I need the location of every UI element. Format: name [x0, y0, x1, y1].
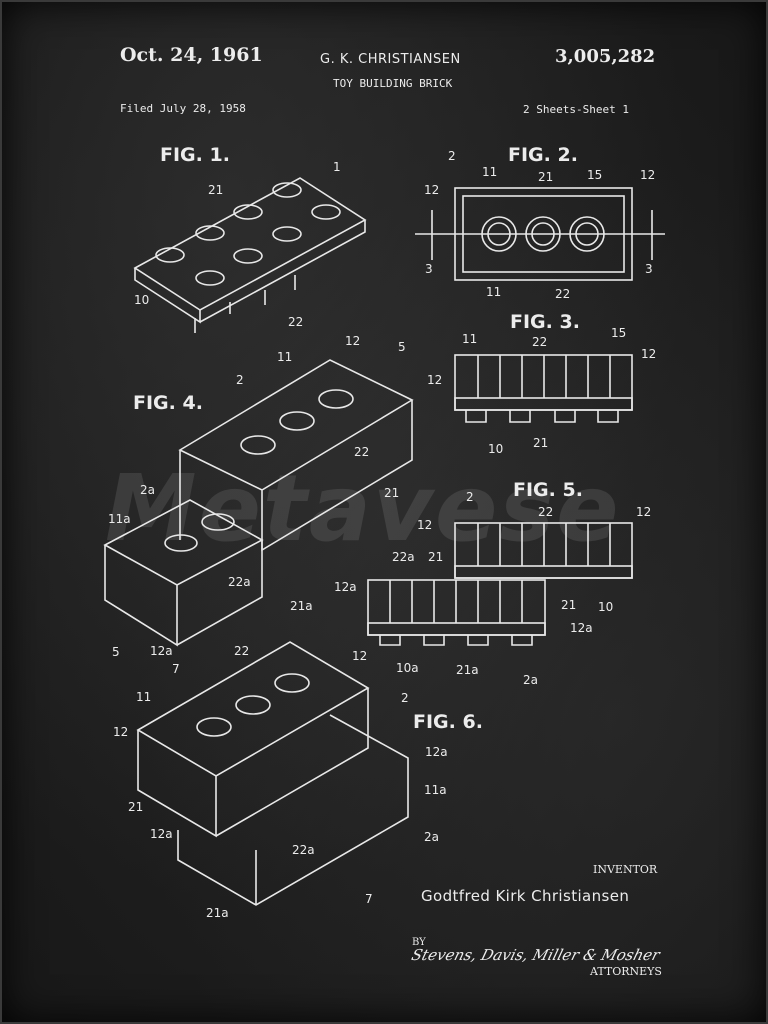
reference-numeral: 1: [333, 160, 341, 174]
reference-numeral: 22: [555, 287, 571, 301]
reference-numeral: 22a: [292, 843, 315, 857]
fig-label: FIG. 1.: [160, 144, 230, 166]
fig-label: FIG. 2.: [508, 144, 578, 166]
reference-numeral: 10: [488, 442, 504, 456]
reference-numeral: 11: [482, 165, 498, 179]
reference-numeral: 21: [538, 170, 554, 184]
reference-numeral: 22: [288, 315, 304, 329]
reference-numeral: 15: [587, 168, 603, 182]
reference-numeral: 21: [384, 486, 400, 500]
reference-numeral: 21: [428, 550, 444, 564]
reference-numeral: 12a: [150, 827, 173, 841]
watermark: Metavese: [105, 455, 621, 562]
reference-numeral: 2: [401, 691, 409, 705]
reference-numeral: 21: [128, 800, 144, 814]
fig-label: FIG. 4.: [133, 392, 203, 414]
reference-numeral: 22: [354, 445, 370, 459]
reference-numeral: 22: [538, 505, 554, 519]
reference-numeral: 2a: [424, 830, 439, 844]
reference-numeral: 12a: [334, 580, 357, 594]
reference-numeral: 11a: [424, 783, 447, 797]
reference-numeral: 12: [352, 649, 368, 663]
by-label: BY: [412, 937, 426, 948]
reference-numeral: 12: [417, 518, 433, 532]
reference-numeral: 7: [172, 662, 180, 676]
reference-numeral: 5: [112, 645, 120, 659]
fig-label: FIG. 6.: [413, 711, 483, 733]
reference-numeral: 12a: [150, 644, 173, 658]
reference-numeral: 21a: [206, 906, 229, 920]
reference-numeral: 12: [427, 373, 443, 387]
patent-number: 3,005,282: [555, 46, 656, 67]
patent-title: TOY BUILDING BRICK: [333, 77, 453, 90]
reference-numeral: 10a: [396, 661, 419, 675]
reference-numeral: 3: [425, 262, 433, 276]
reference-numeral: 12: [641, 347, 657, 361]
fig-label: FIG. 3.: [510, 311, 580, 333]
inventor-label: INVENTOR: [593, 863, 658, 876]
reference-numeral: 11: [277, 350, 293, 364]
reference-numeral: 22a: [392, 550, 415, 564]
reference-numeral: 11: [136, 690, 152, 704]
reference-numeral: 21a: [290, 599, 313, 613]
reference-numeral: 12: [636, 505, 652, 519]
reference-numeral: 12a: [570, 621, 593, 635]
inventor-header: G. K. CHRISTIANSEN: [320, 52, 461, 67]
reference-numeral: 12: [640, 168, 656, 182]
reference-numeral: 2: [448, 149, 456, 163]
fig5-section: [367, 522, 633, 646]
fig4-bricks: [103, 359, 414, 647]
reference-numeral: 2: [466, 490, 474, 504]
reference-numeral: 11a: [108, 512, 131, 526]
reference-numeral: 10: [134, 293, 150, 307]
fig3-section: [454, 354, 633, 423]
inventor-name: Godtfred Kirk Christiansen: [421, 887, 630, 905]
reference-numeral: 2a: [140, 483, 155, 497]
reference-numeral: 12: [424, 183, 440, 197]
reference-numeral: 21a: [456, 663, 479, 677]
reference-numeral: 22a: [228, 575, 251, 589]
filed-date: Filed July 28, 1958: [120, 102, 246, 115]
patent-date: Oct. 24, 1961: [120, 44, 263, 66]
reference-numeral: 21: [208, 183, 224, 197]
reference-numeral: 12a: [425, 745, 448, 759]
reference-numeral: 21: [561, 598, 577, 612]
reference-numeral: 12: [345, 334, 361, 348]
reference-numeral: 22: [532, 335, 548, 349]
reference-numeral: 21: [533, 436, 549, 450]
reference-numeral: 11: [462, 332, 478, 346]
reference-numeral: 15: [611, 326, 627, 340]
attorneys-label: ATTORNEYS: [590, 965, 662, 978]
reference-numeral: 11: [486, 285, 502, 299]
reference-numeral: 2: [236, 373, 244, 387]
reference-numeral: 3: [645, 262, 653, 276]
fig6-bricks: [136, 641, 409, 906]
reference-numeral: 5: [398, 340, 406, 354]
reference-numeral: 7: [365, 892, 373, 906]
fig-label: FIG. 5.: [513, 479, 583, 501]
reference-numeral: 12: [113, 725, 129, 739]
reference-numeral: 22: [234, 644, 250, 658]
fig2-top-view: [415, 187, 665, 281]
reference-numeral: 2a: [523, 673, 538, 687]
fig1-brick-plate: [133, 177, 367, 333]
sheet-count: 2 Sheets-Sheet 1: [523, 103, 629, 116]
reference-numeral: 10: [598, 600, 614, 614]
